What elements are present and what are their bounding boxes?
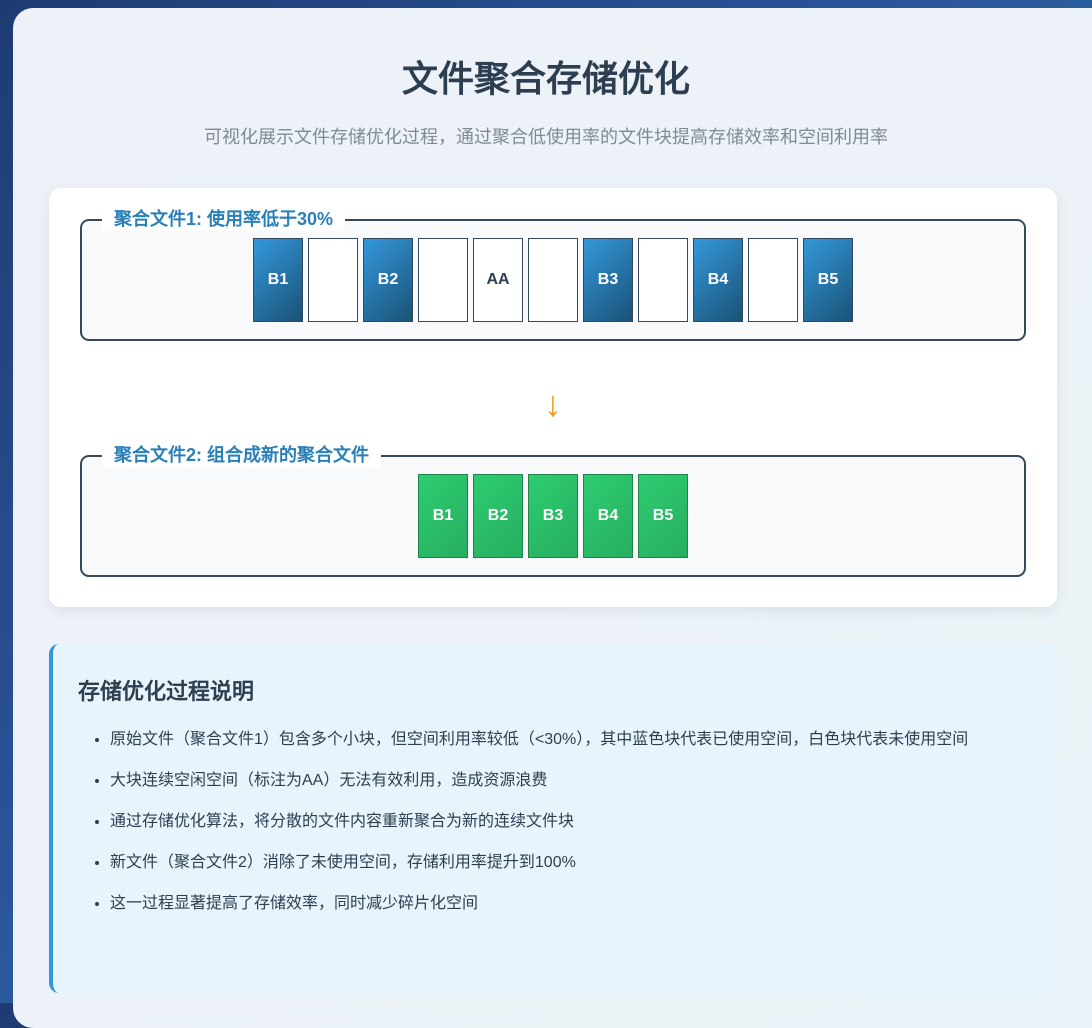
list-item: 大块连续空闲空间（标注为AA）无法有效利用，造成资源浪费 <box>110 767 1030 794</box>
free-block <box>748 238 798 322</box>
file2-legend: 聚合文件2: 组合成新的聚合文件 <box>102 443 382 467</box>
merged-block: B3 <box>528 474 578 558</box>
down-arrow-icon: ↓ <box>544 383 562 424</box>
aggregate-file-1: 聚合文件1: 使用率低于30% B1 B2 AA B3 B4 B5 <box>80 207 1026 341</box>
list-item: 新文件（聚合文件2）消除了未使用空间，存储利用率提升到100% <box>110 849 1030 876</box>
free-block <box>638 238 688 322</box>
free-block <box>528 238 578 322</box>
merged-block: B1 <box>418 474 468 558</box>
explanation-title: 存储优化过程说明 <box>78 679 255 704</box>
list-item: 这一过程显著提高了存储效率，同时减少碎片化空间 <box>110 890 1030 917</box>
free-block <box>308 238 358 322</box>
merged-block: B5 <box>638 474 688 558</box>
file1-blocks: B1 B2 AA B3 B4 B5 <box>82 238 1024 322</box>
explanation-list: 原始文件（聚合文件1）包含多个小块，但空间利用率较低（<30%），其中蓝色块代表… <box>78 726 1030 931</box>
used-block: B3 <box>583 238 633 322</box>
page-title: 文件聚合存储优化 <box>401 58 690 99</box>
used-block: B4 <box>693 238 743 322</box>
list-item: 原始文件（聚合文件1）包含多个小块，但空间利用率较低（<30%），其中蓝色块代表… <box>110 726 1030 753</box>
page-subtitle: 可视化展示文件存储优化过程，通过聚合低使用率的文件块提高存储效率和空间利用率 <box>204 127 888 147</box>
used-block: B2 <box>363 238 413 322</box>
used-block: B5 <box>803 238 853 322</box>
explanation-panel: 存储优化过程说明 原始文件（聚合文件1）包含多个小块，但空间利用率较低（<30%… <box>49 644 1057 993</box>
free-block <box>418 238 468 322</box>
used-block: B1 <box>253 238 303 322</box>
free-block: AA <box>473 238 523 322</box>
merged-block: B2 <box>473 474 523 558</box>
merged-block: B4 <box>583 474 633 558</box>
file1-legend: 聚合文件1: 使用率低于30% <box>102 207 346 231</box>
list-item: 通过存储优化算法，将分散的文件内容重新聚合为新的连续文件块 <box>110 808 1030 835</box>
